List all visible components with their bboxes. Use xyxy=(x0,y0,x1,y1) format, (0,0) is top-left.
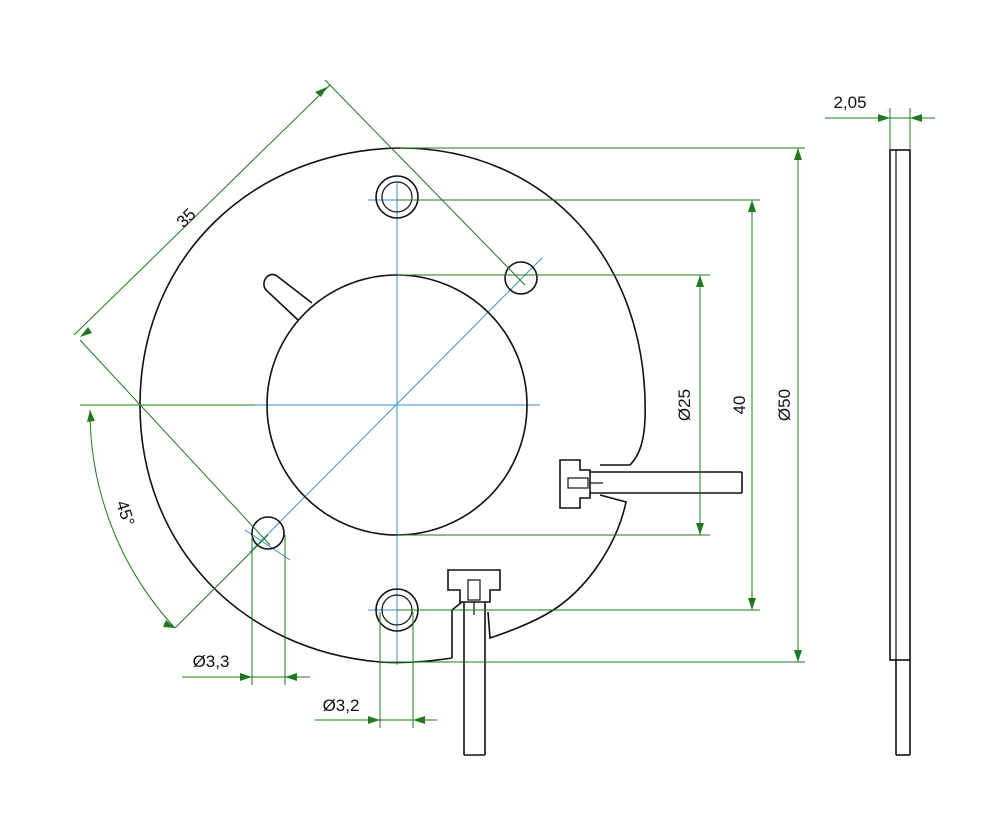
right-connector xyxy=(559,459,743,509)
label-angle: 45° xyxy=(112,498,138,528)
bottom-connector xyxy=(447,569,501,756)
plate-side-view xyxy=(889,149,911,756)
center-lines xyxy=(244,183,543,665)
plate-outer-edge xyxy=(139,147,646,664)
plate-lower-edge xyxy=(487,494,627,640)
key-tab xyxy=(263,273,313,321)
label-inner-diameter: Ø25 xyxy=(675,389,694,421)
label-edge-length: 35 xyxy=(173,205,200,232)
label-thickness: 2,05 xyxy=(833,93,866,112)
label-small-hole-b: Ø3,2 xyxy=(323,696,360,715)
dimension-lines xyxy=(73,79,935,728)
label-small-hole-a: Ø3,3 xyxy=(193,652,230,671)
label-hole-spacing: 40 xyxy=(730,396,749,415)
mounting-holes xyxy=(251,175,538,632)
label-outer-diameter: Ø50 xyxy=(775,389,794,421)
dimension-arrows xyxy=(80,87,922,724)
